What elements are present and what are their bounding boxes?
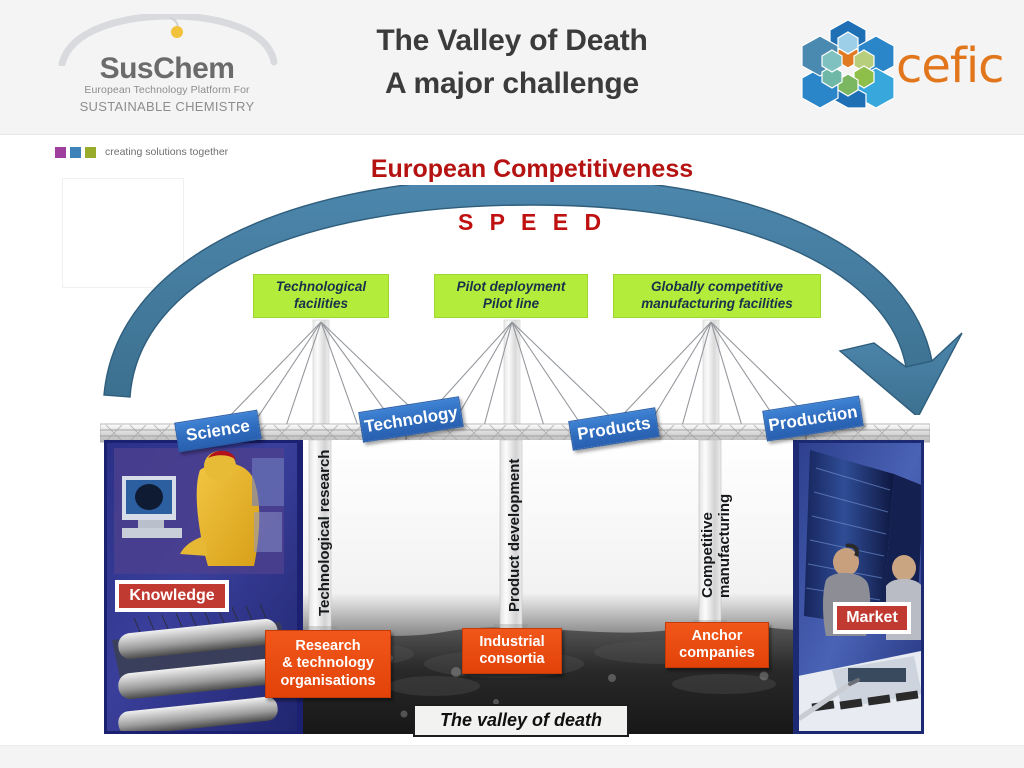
green-box-1-line-1: Pilot line (482, 296, 540, 311)
valley-of-death-caption-text: The valley of death (439, 710, 603, 730)
orange-box-2-line-0: Anchor (691, 627, 743, 644)
orange-box-0-line-1: & technology (282, 655, 374, 672)
suschem-wordmark: SusChem (99, 52, 235, 85)
swatch-blue (70, 146, 81, 158)
green-box-2-line-0: Globally competitive (650, 279, 784, 295)
pillar-label-competitive-manufacturing: Competitive manufacturing (699, 440, 734, 598)
pillar-label-technological-research: Technological research (316, 450, 333, 616)
pillar-label-2-line-1: manufacturing (715, 493, 733, 598)
green-box-pilot-deployment[interactable]: Pilot deployment Pilot line (434, 274, 588, 318)
knowledge-label[interactable]: Knowledge (115, 580, 229, 612)
pillar-label-2-line-0: Competitive (699, 512, 716, 598)
green-box-technological-facilities[interactable]: Technological facilities (253, 274, 389, 318)
page-title-line-2: A major challenge (385, 66, 639, 100)
green-box-1-line-0: Pilot deployment (456, 279, 566, 295)
suschem-tagline-2: SUSTAINABLE CHEMISTRY (79, 99, 255, 114)
market-label-text: Market (846, 609, 898, 626)
orange-box-anchor-companies[interactable]: Anchor companies (665, 622, 769, 668)
bridge-sign-2-label: Products (576, 413, 652, 444)
knowledge-label-text: Knowledge (129, 587, 215, 604)
pillar-label-product-development: Product development (506, 459, 523, 612)
speed-heading: S P E E D (457, 209, 607, 235)
cefic-hex-flower-icon (800, 18, 896, 110)
orange-box-research-technology-organisations[interactable]: Research & technology organisations (265, 630, 391, 698)
suschem-arc-icon (52, 12, 282, 68)
green-box-0-line-0: Technological (275, 279, 367, 295)
decorative-placeholder-box (62, 178, 184, 288)
orange-box-0-line-0: Research (295, 637, 361, 654)
illustration-artwork (104, 440, 924, 734)
cefic-wordmark: cefic (896, 38, 1005, 94)
page-title-line-1: The Valley of Death (376, 24, 648, 57)
suschem-tagline-1: European Technology Platform For (84, 84, 250, 96)
orange-box-1-line-0: Industrial (479, 633, 545, 650)
orange-box-industrial-consortia[interactable]: Industrial consortia (462, 628, 562, 674)
orange-box-1-line-1: consortia (479, 651, 545, 667)
green-box-2-line-1: manufacturing facilities (641, 296, 793, 311)
swatch-green (85, 146, 96, 158)
left-photo (104, 440, 303, 734)
orange-box-2-line-1: companies (679, 645, 755, 661)
pillar-label-0-text: Technological research (316, 449, 333, 616)
suschem-logo: SusChem European Technology Platform For… (52, 12, 282, 118)
pillar-label-1-text: Product development (506, 458, 523, 612)
green-box-globally-competitive-manufacturing[interactable]: Globally competitive manufacturing facil… (613, 274, 821, 318)
bridge-sign-0-label: Science (184, 416, 252, 445)
european-competitiveness-heading: European Competitiveness (370, 155, 694, 183)
swatch-purple (55, 146, 66, 158)
valley-of-death-illustration: Technological research Product developme… (104, 440, 924, 734)
market-label[interactable]: Market (833, 602, 911, 634)
orange-box-0-line-2: organisations (280, 672, 376, 689)
green-box-0-line-1: facilities (293, 296, 348, 311)
branding-tagline-text: creating solutions together (105, 146, 229, 158)
valley-of-death-caption: The valley of death (413, 704, 629, 737)
slide-header: SusChem European Technology Platform For… (0, 0, 1024, 135)
branding-tagline: creating solutions together (55, 145, 228, 159)
slide-footer (0, 745, 1024, 768)
page-title: The Valley of Death A major challenge (262, 20, 762, 105)
right-photo (793, 440, 924, 734)
cefic-logo: cefic (800, 16, 1010, 112)
